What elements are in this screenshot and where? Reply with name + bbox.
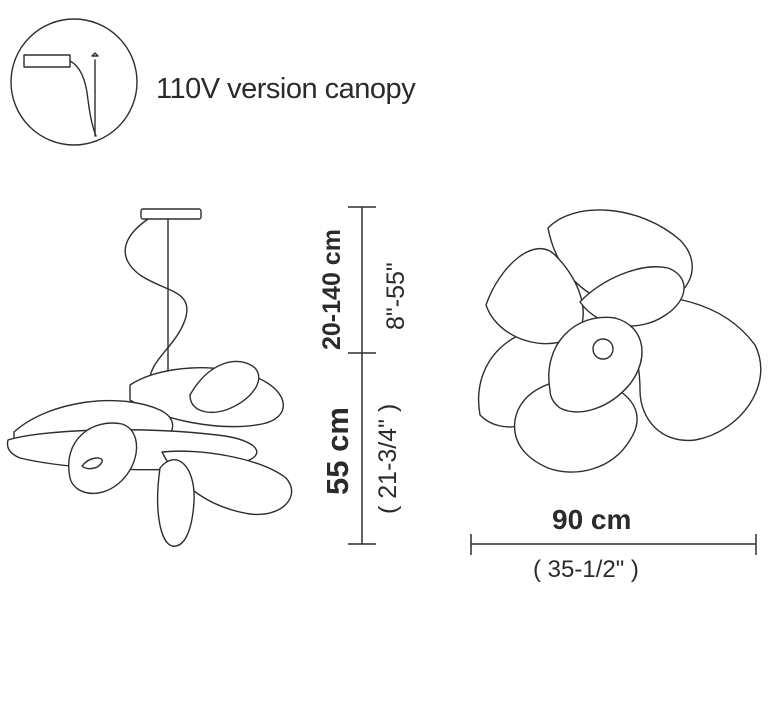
side-petal-bottom xyxy=(156,459,195,547)
side-hub-hole xyxy=(81,457,103,470)
top-petal-center xyxy=(548,316,643,413)
diameter-imperial-label: ( 35-1/2" ) xyxy=(533,556,639,583)
diameter-metric-label: 90 cm xyxy=(552,504,632,535)
height-metric-label: 55 cm xyxy=(320,407,355,495)
canopy-plate xyxy=(23,54,71,68)
side-petal-upper xyxy=(189,360,260,413)
top-hub-hole xyxy=(592,338,614,360)
side-view xyxy=(6,208,293,547)
power-cable xyxy=(124,218,188,381)
side-canopy xyxy=(140,208,202,220)
side-petal-right xyxy=(161,450,293,516)
horizontal-dimension xyxy=(470,534,757,555)
vertical-dimensions xyxy=(348,206,376,545)
height-imperial-label: ( 21-3/4" ) xyxy=(374,403,402,514)
canopy-cable xyxy=(69,60,97,137)
top-petal-northwest xyxy=(485,248,584,345)
canopy-inset xyxy=(10,18,138,146)
cable-length-imperial-label: 8"-55" xyxy=(382,262,410,330)
side-petal-front xyxy=(68,422,138,495)
cable-length-metric-label: 20-140 cm xyxy=(318,229,346,350)
top-view xyxy=(477,209,762,473)
canopy-label: 110V version canopy xyxy=(156,73,416,105)
canopy-inset-circle xyxy=(10,18,138,146)
canopy-plug xyxy=(91,52,99,57)
